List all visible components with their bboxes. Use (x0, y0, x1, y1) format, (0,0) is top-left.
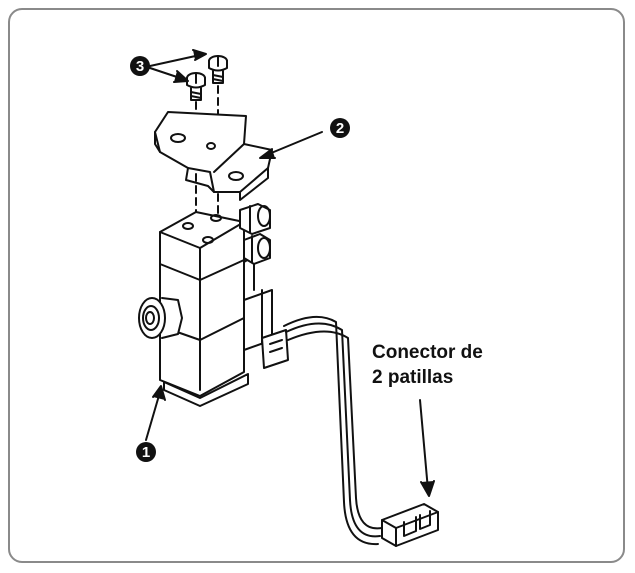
cable (283, 315, 383, 546)
fitting-top (239, 203, 271, 235)
connector-label-line-1: Conector de (372, 342, 483, 363)
leader-lines (145, 49, 435, 497)
fitting-middle (243, 233, 271, 265)
bracket (154, 111, 273, 201)
callout-3-number: 3 (136, 58, 144, 75)
valve-body (159, 211, 273, 407)
callout-2: 2 (330, 118, 350, 138)
callout-1: 1 (136, 442, 156, 462)
screw-left (186, 72, 206, 101)
screw-right (208, 55, 228, 84)
callout-1-number: 1 (142, 444, 150, 461)
callout-2-number: 2 (336, 120, 344, 137)
coil-connector-housing (261, 329, 289, 369)
fitting-side (138, 297, 183, 339)
connector-label-line-2: 2 patillas (372, 367, 453, 388)
figure-frame (8, 8, 625, 563)
callout-3: 3 (130, 56, 150, 76)
two-pin-connector (381, 503, 439, 547)
